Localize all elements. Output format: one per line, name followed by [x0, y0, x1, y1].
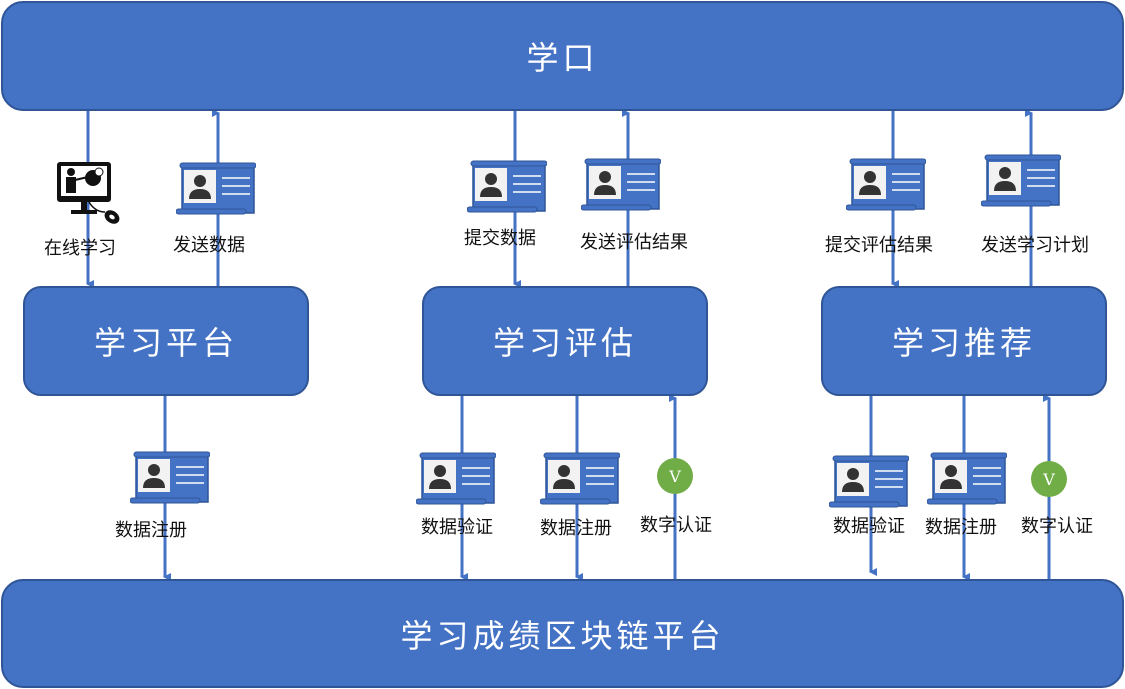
id-card-scroll-icon — [980, 153, 1062, 209]
label-send-data: 发送数据 — [173, 235, 245, 256]
label-platform-register: 数据注册 — [115, 520, 187, 541]
badge-letter: V — [1043, 469, 1055, 489]
learning-recommendation-box: 学习推荐 — [821, 286, 1107, 396]
label-send-eval-result: 发送评估结果 — [580, 232, 688, 253]
label-online-learning: 在线学习 — [44, 238, 116, 259]
learning-platform-box: 学习平台 — [23, 286, 309, 396]
verified-badge-icon: V — [1031, 461, 1067, 497]
learning-evaluation-label: 学习评估 — [492, 324, 637, 362]
label-send-study-plan: 发送学习计划 — [981, 235, 1089, 256]
label-rec-cert: 数字认证 — [1021, 516, 1093, 537]
verified-badge-icon: V — [657, 458, 693, 494]
id-card-scroll-icon — [175, 161, 257, 217]
label-rec-verify: 数据验证 — [833, 516, 905, 537]
blockchain-platform-label: 学习成绩区块链平台 — [400, 616, 725, 655]
id-card-scroll-icon — [129, 450, 211, 506]
label-rec-register: 数据注册 — [925, 517, 997, 538]
label-eval-register: 数据注册 — [540, 518, 612, 539]
learning-platform-label: 学习平台 — [93, 324, 238, 362]
learning-recommendation-label: 学习推荐 — [891, 324, 1036, 362]
blockchain-platform-box: 学习成绩区块链平台 — [1, 579, 1124, 688]
label-eval-verify: 数据验证 — [421, 517, 493, 538]
id-card-scroll-icon — [845, 157, 927, 213]
id-card-scroll-icon — [828, 454, 910, 510]
label-eval-cert: 数字认证 — [640, 515, 712, 536]
learning-evaluation-box: 学习评估 — [422, 286, 708, 396]
label-submit-data: 提交数据 — [464, 228, 536, 249]
monitor-presentation-icon — [57, 162, 120, 224]
id-card-scroll-icon — [466, 159, 548, 215]
id-card-scroll-icon — [415, 451, 497, 507]
id-card-scroll-icon — [926, 451, 1008, 507]
id-card-scroll-icon — [580, 157, 662, 213]
top-node-label: 学口 — [526, 39, 599, 77]
badge-letter: V — [669, 466, 681, 486]
id-card-scroll-icon — [539, 451, 621, 507]
top-node-box: 学口 — [1, 1, 1124, 111]
label-submit-eval-result: 提交评估结果 — [825, 235, 933, 256]
